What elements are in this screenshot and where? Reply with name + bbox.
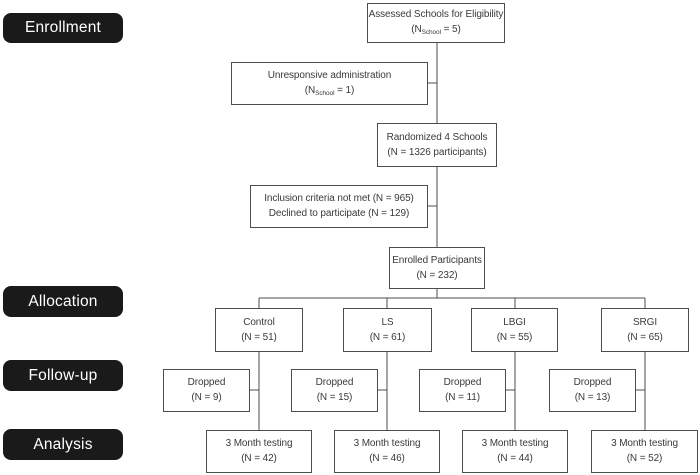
testing-label: 3 Month testing [353,438,421,449]
arm-label: LBGI [503,316,526,328]
dropped-n: (N = 15) [316,392,353,403]
dropped-n: (N = 9) [191,392,222,403]
testing-box-control: 3 Month testing (N = 42) [206,430,312,473]
allocation-box-control: Control (N = 51) [215,308,303,352]
unresponsive-title: Unresponsive administration [267,69,392,81]
stage-analysis: Analysis [3,429,123,460]
arm-label: Control [243,316,275,328]
stage-enrollment-label: Enrollment [24,19,102,36]
allocation-box-lbgi: LBGI (N = 55) [471,308,558,352]
stage-followup-label: Follow-up [28,366,98,384]
allocation-box-srgi: SRGI (N = 65) [601,308,689,352]
randomized-title: Randomized 4 Schools [386,131,488,143]
enrolled-title: Enrolled Participants [392,254,482,266]
n-open: (N [304,84,316,96]
assessed-eligibility-box: Assessed Schools for Eligibility (NSchoo… [367,3,505,43]
testing-label: 3 Month testing [611,438,678,449]
dropped-n: (N = 13) [574,392,611,403]
exclusions-box: Inclusion criteria not met (N = 965) Dec… [250,185,428,228]
testing-n: (N = 46) [369,453,405,464]
randomized-schools-box: Randomized 4 Schools (N = 1326 participa… [377,123,497,167]
testing-box-lbgi: 3 Month testing (N = 44) [462,430,568,473]
unresponsive-administration-box: Unresponsive administration (NSchool = 1… [231,62,428,105]
dropped-label: Dropped [443,377,482,388]
dropped-n: (N = 11) [445,392,480,403]
exclusions-line1: Inclusion criteria not met (N = 965) [264,193,414,204]
arm-n: (N = 61) [369,331,406,343]
testing-label: 3 Month testing [225,438,293,449]
randomized-n: (N = 1326 participants) [387,146,487,158]
dropped-label: Dropped [315,377,354,388]
stage-analysis-label: Analysis [33,435,93,453]
dropped-box-srgi: Dropped (N = 13) [549,369,636,412]
enrolled-participants-box: Enrolled Participants (N = 232) [389,247,485,289]
dropped-label: Dropped [187,377,226,388]
enrolled-n: (N = 232) [416,269,458,281]
stage-allocation-label: Allocation [28,292,98,310]
n-subscript: School [315,89,335,97]
exclusions-line2: Declined to participate (N = 129) [268,208,410,219]
arm-label: SRGI [632,316,658,328]
n-close: = 1) [334,84,355,96]
unresponsive-n: (NSchool = 1) [304,84,355,98]
dropped-label: Dropped [573,377,612,388]
n-open: (N [411,24,422,36]
stage-allocation: Allocation [3,286,123,317]
assessed-eligibility-n: (NSchool = 5) [411,24,461,37]
assessed-eligibility-title: Assessed Schools for Eligibility [368,9,504,21]
dropped-box-lbgi: Dropped (N = 11) [419,369,506,412]
dropped-box-ls: Dropped (N = 15) [291,369,378,412]
testing-box-srgi: 3 Month testing (N = 52) [591,430,698,473]
stage-followup: Follow-up [3,360,123,391]
stage-enrollment: Enrollment [3,13,123,43]
testing-n: (N = 52) [626,453,663,464]
arm-n: (N = 65) [627,331,663,343]
testing-box-ls: 3 Month testing (N = 46) [334,430,440,473]
testing-label: 3 Month testing [481,438,549,449]
dropped-box-control: Dropped (N = 9) [163,369,250,412]
testing-n: (N = 42) [241,453,277,464]
allocation-box-ls: LS (N = 61) [343,308,432,352]
arm-label: LS [381,316,394,328]
arm-n: (N = 51) [241,331,277,343]
n-close: = 5) [440,24,461,36]
arm-n: (N = 55) [496,331,533,343]
n-subscript: School [421,29,441,37]
testing-n: (N = 44) [497,453,533,464]
